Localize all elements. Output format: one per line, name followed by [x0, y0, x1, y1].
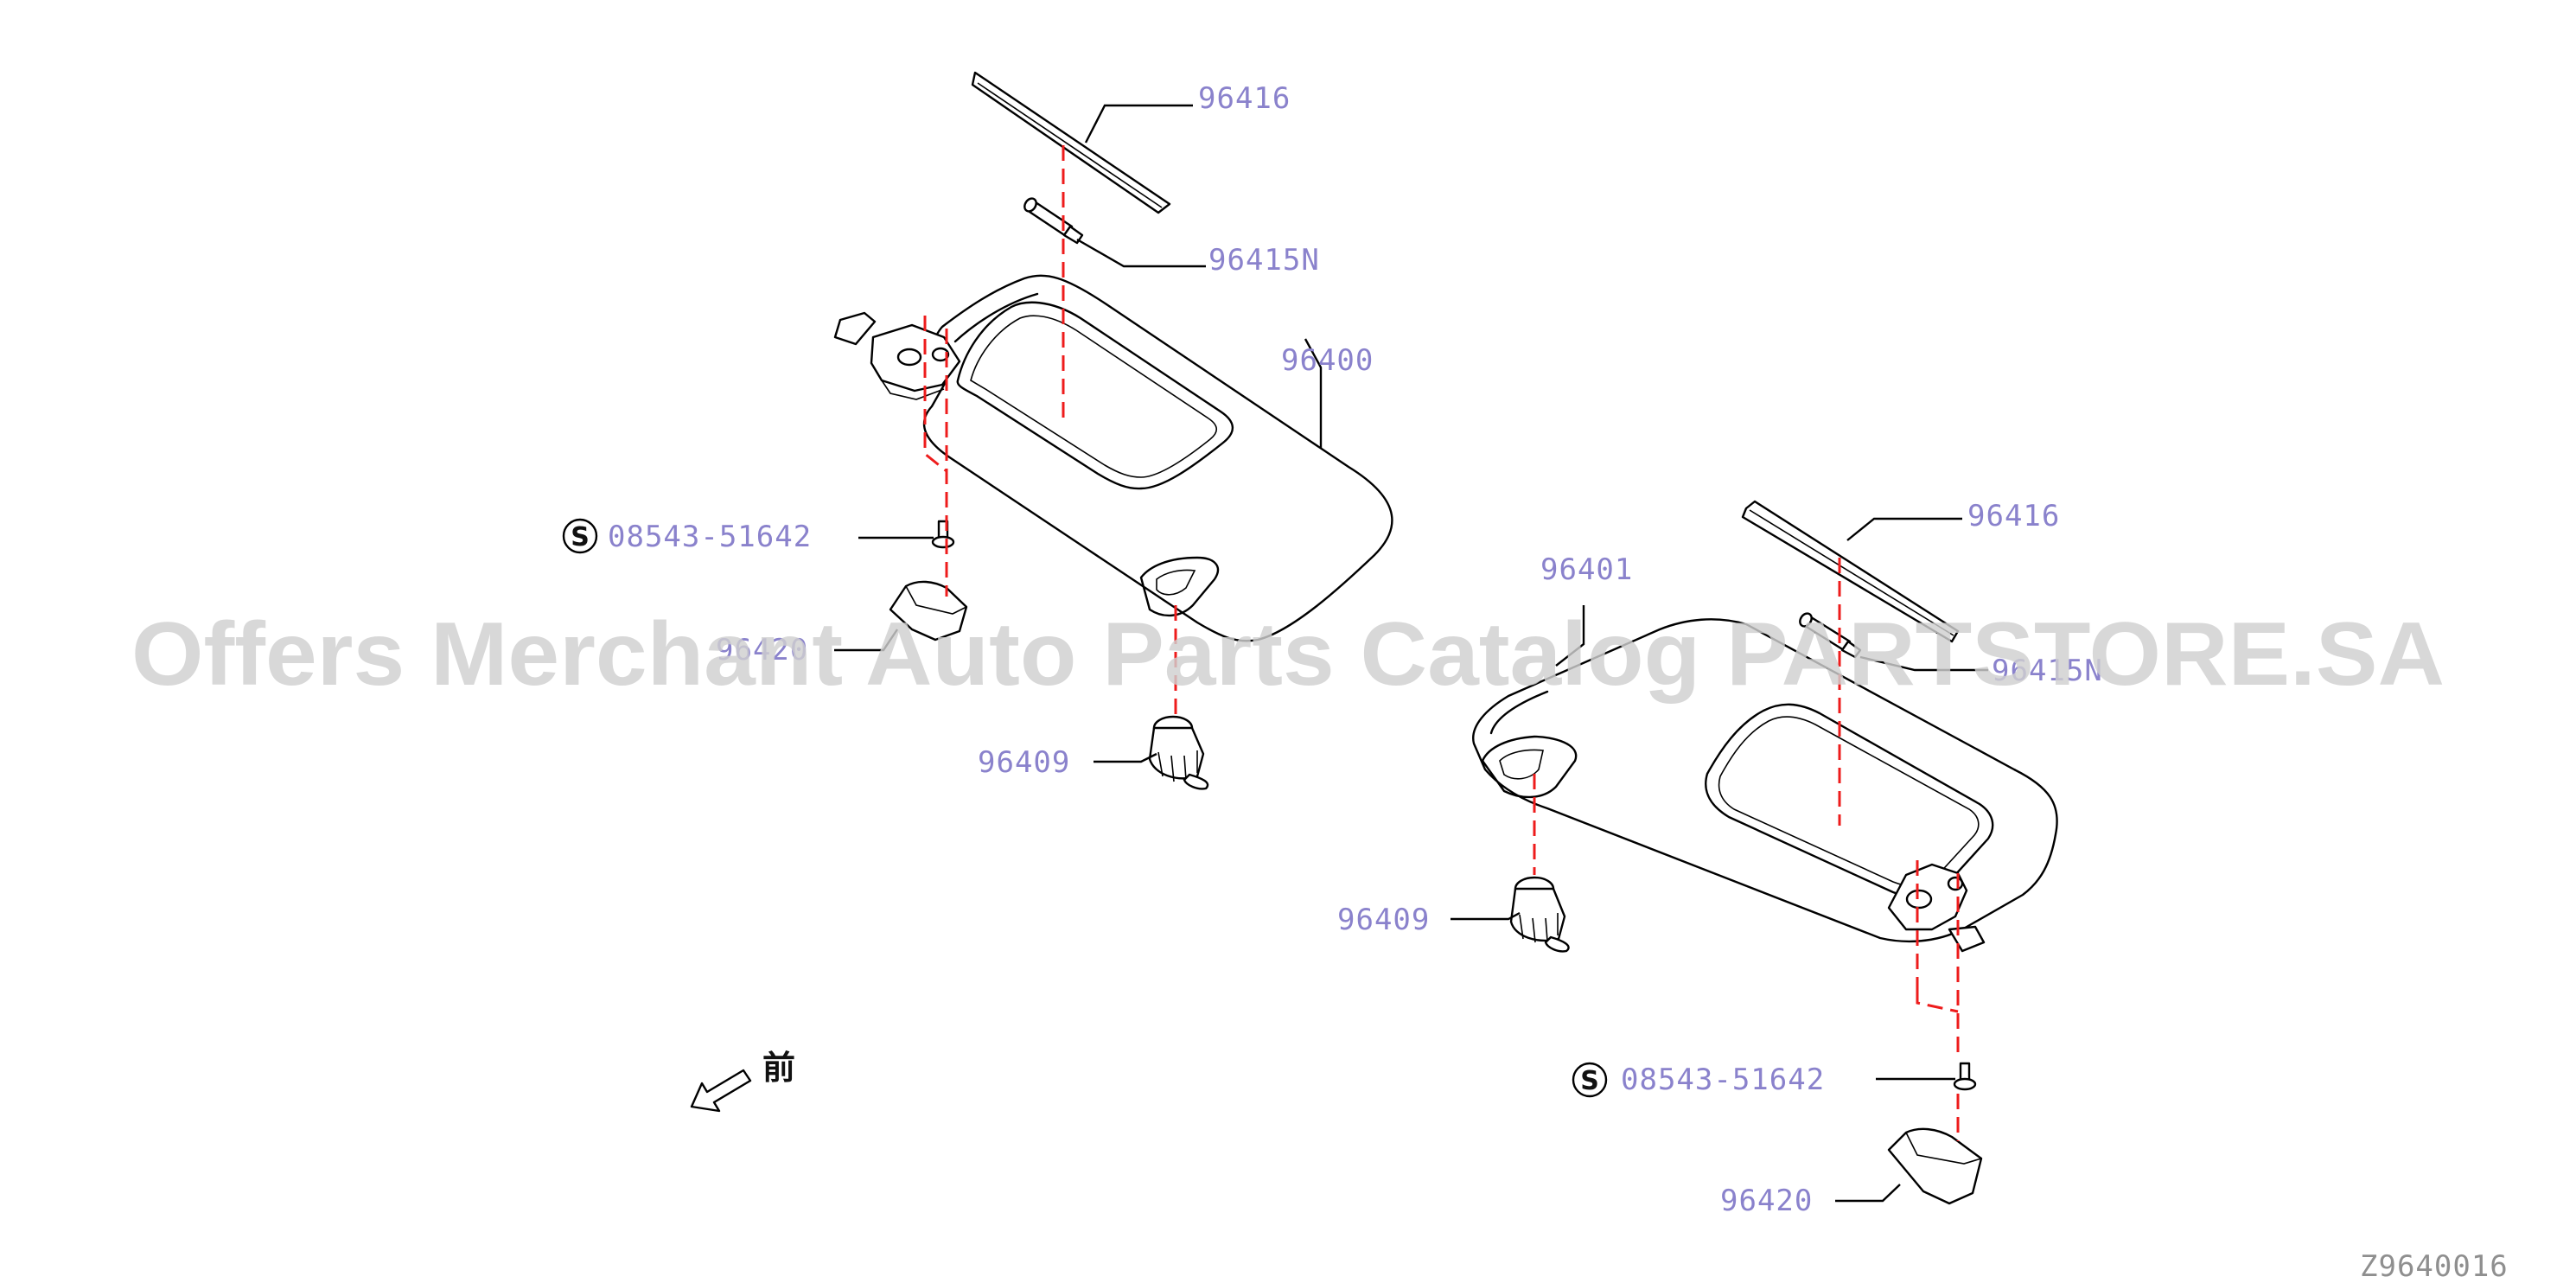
label-holder-right: 96409 — [1337, 903, 1430, 937]
label-cover-left: 96420 — [716, 633, 808, 667]
label-pin-right: 96415N — [1992, 654, 2103, 688]
right-visor-assembly — [1451, 500, 2058, 1205]
screw-left — [931, 520, 955, 549]
visor-body-left — [922, 274, 1393, 642]
leader-lines-right — [1451, 517, 1988, 1203]
svg-text:S: S — [571, 522, 590, 552]
label-visor-right: 96401 — [1540, 552, 1633, 587]
guide-lines-left — [923, 145, 1177, 718]
svg-text:S: S — [1580, 1066, 1599, 1096]
pin-left — [1023, 197, 1084, 245]
cover-right — [1887, 1127, 1983, 1205]
label-holder-left: 96409 — [978, 745, 1070, 780]
standard-part-symbol-left: S — [562, 518, 598, 554]
standard-part-symbol-right: S — [1572, 1062, 1608, 1098]
label-visor-left: 96400 — [1281, 343, 1374, 378]
left-visor-assembly — [833, 71, 1393, 790]
label-pin-left: 96415N — [1208, 243, 1320, 278]
watermark: Offers Merchant Auto Parts Catalog PARTS… — [131, 604, 2445, 705]
screw-right — [1953, 1062, 1977, 1091]
front-label: 前 — [762, 1049, 795, 1087]
upper-strip-right — [1741, 500, 1960, 643]
hinge-bracket-left — [833, 311, 961, 400]
visor-body-right — [1472, 618, 2058, 943]
pin-right — [1799, 612, 1862, 659]
guide-lines-right — [1533, 558, 1960, 1141]
label-screw-right: 08543-51642 — [1621, 1063, 1825, 1097]
holder-right — [1509, 876, 1570, 953]
label-cover-right: 96420 — [1720, 1184, 1813, 1218]
label-upper-strip-left: 96416 — [1198, 81, 1291, 116]
holder-left — [1148, 715, 1209, 790]
front-arrow-icon — [690, 1069, 752, 1113]
label-screw-left: 08543-51642 — [608, 520, 812, 554]
label-upper-strip-right: 96416 — [1967, 499, 2060, 533]
upper-strip-left — [971, 71, 1171, 214]
front-direction-indicator: 前 — [690, 1049, 795, 1113]
diagram-code: Z9640016 — [2360, 1249, 2509, 1283]
leader-lines-left — [834, 104, 1323, 763]
